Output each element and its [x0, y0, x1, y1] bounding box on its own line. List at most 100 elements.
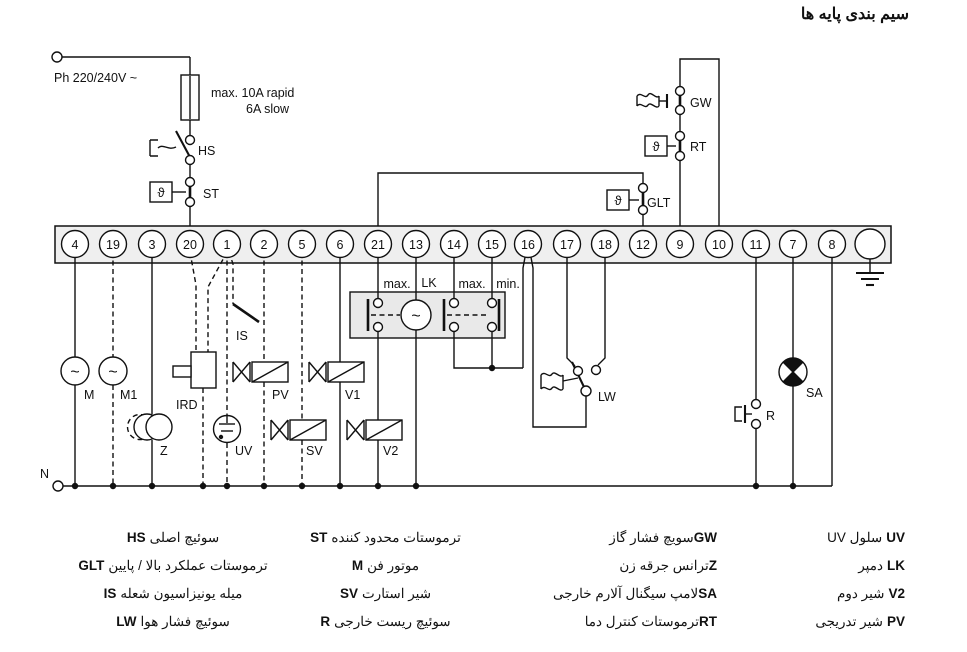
legend-code: ST — [310, 530, 328, 545]
v1-label: V1 — [345, 388, 360, 402]
legend-entry-lk: LKدمپر — [811, 558, 905, 575]
sv-label: SV — [306, 444, 323, 458]
glt-label: GLT — [647, 196, 671, 210]
terminal-6 — [325, 229, 355, 259]
motor-tilde-icon: ~ — [411, 308, 420, 325]
valve-v1: V1 — [308, 252, 365, 486]
legend-code: LW — [116, 614, 137, 629]
glt-thermostat: ϑ GLT — [377, 172, 671, 235]
terminal-number: 20 — [183, 238, 197, 252]
legend-entry-z: Zترانس جرقه زن — [553, 558, 717, 575]
v2-label: V2 — [383, 444, 398, 458]
legend-code: RT — [699, 614, 717, 629]
terminal-number: 14 — [447, 238, 461, 252]
is-label: IS — [236, 329, 248, 343]
valve-v2: V2 — [346, 331, 403, 486]
phase-terminal — [51, 51, 63, 63]
neutral-bus: N — [40, 467, 832, 492]
z-label: Z — [160, 444, 168, 458]
terminal-15 — [477, 229, 507, 259]
rt-theta-icon: ϑ — [652, 139, 660, 154]
terminal-number: 3 — [149, 238, 156, 252]
uv-label: UV — [235, 444, 253, 458]
legend-code: SV — [339, 586, 358, 601]
terminal-7 — [778, 229, 808, 259]
motor-tilde-icon: ~ — [70, 364, 79, 381]
valve-pv: PV — [232, 252, 289, 486]
lk-label: LK — [421, 276, 437, 290]
r-label: R — [766, 409, 775, 423]
terminal-12 — [628, 229, 658, 259]
motor-m1: ~ M1 — [98, 252, 137, 486]
alarm-lamp-sa: SA — [778, 252, 823, 486]
terminal-3 — [137, 229, 167, 259]
terminal-earth — [854, 228, 886, 260]
st-thermostat: ϑ ST — [149, 176, 219, 235]
terminal-number: 21 — [371, 238, 385, 252]
terminal-17 — [552, 229, 582, 259]
terminal-number: 8 — [829, 238, 836, 252]
legend-desc: سوئیچ ریست خارجی — [334, 614, 451, 629]
valve-sv: SV — [270, 252, 327, 486]
terminal-number: 15 — [485, 238, 499, 252]
terminal-number: 5 — [299, 238, 306, 252]
legend-desc: ترموستات محدود کننده — [331, 530, 461, 545]
legend-code: SA — [698, 586, 717, 601]
rt-thermostat: ϑ RT — [644, 130, 707, 235]
motor-m: ~ M — [60, 252, 94, 486]
legend-desc: ترانس جرقه زن — [619, 558, 709, 573]
legend-desc: شیر تدریجی — [815, 614, 883, 629]
terminal-1 — [212, 229, 242, 259]
terminal-number: 6 — [337, 238, 344, 252]
legend-code: HS — [126, 530, 146, 545]
st-theta-icon: ϑ — [157, 185, 165, 200]
fuse: max. 10A rapid 6A slow — [180, 74, 294, 121]
terminal-number: 12 — [636, 238, 650, 252]
terminal-number: 16 — [521, 238, 535, 252]
legend-column-4: UVسلول UV LKدمپر V2شیر دوم PVشیر تدریجی — [811, 530, 905, 642]
terminal-4 — [60, 229, 90, 259]
terminal-number: 19 — [106, 238, 120, 252]
lw-label: LW — [598, 390, 616, 404]
rt-label: RT — [690, 140, 707, 154]
legend-code: GLT — [78, 558, 105, 573]
phase-supply: Ph 220/240V ~ — [51, 51, 191, 140]
earth-icon — [856, 259, 884, 287]
terminal-8 — [817, 229, 847, 259]
fuse-note-1: max. 10A rapid — [211, 86, 294, 100]
legend-code: UV — [886, 530, 905, 545]
legend-entry-sa: SAلامپ سیگنال آلارم خارجی — [553, 586, 717, 603]
lk-min-label: min. — [496, 277, 520, 291]
uv-cell: UV — [212, 252, 253, 486]
st-label: ST — [203, 187, 219, 201]
hs-label: HS — [198, 144, 215, 158]
terminal-5 — [287, 229, 317, 259]
legend-code: Z — [708, 558, 717, 573]
damper-box-lk: max. LK max. min. ~ — [349, 251, 527, 486]
legend-desc: لامپ سیگنال آلارم خارجی — [553, 586, 699, 601]
terminal-21 — [363, 229, 393, 259]
legend-code: IS — [103, 586, 117, 601]
terminal-11 — [741, 229, 771, 259]
legend-desc: شیر استارت — [361, 586, 432, 601]
terminal-9 — [665, 229, 695, 259]
ird-detector: IRD — [172, 251, 228, 486]
terminal-2 — [249, 229, 279, 259]
terminal-circles: 4 19 3 20 1 2 5 6 21 13 14 15 16 17 18 1… — [60, 228, 886, 260]
terminal-number: 2 — [261, 238, 268, 252]
gw-rt-bracket — [679, 58, 720, 235]
gw-switch: GW — [636, 85, 712, 132]
sa-label: SA — [806, 386, 823, 400]
terminal-14 — [439, 229, 469, 259]
legend-code: V2 — [888, 586, 905, 601]
is-rod: IS — [228, 251, 260, 343]
legend-entry-rt: RTترموستات کنترل دما — [553, 614, 717, 631]
legend-desc: شیر دوم — [837, 586, 885, 601]
